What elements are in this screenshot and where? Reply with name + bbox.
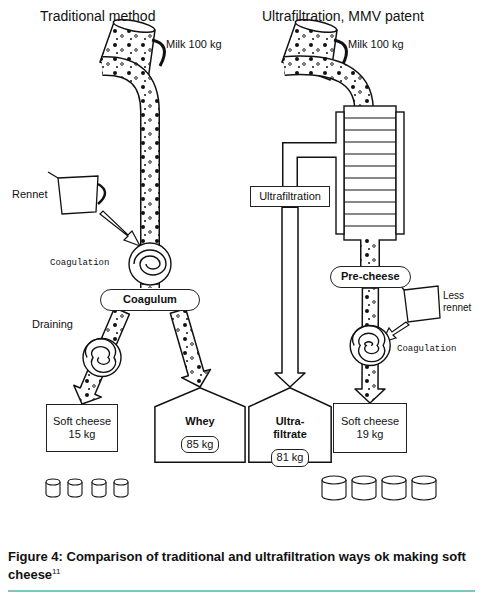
tank-shape: Ultra-filtrate 81 kg	[248, 387, 332, 463]
coil-rim	[350, 326, 390, 366]
node-text: Ultra-filtrate	[261, 415, 319, 441]
process-box: Coagulum	[100, 289, 200, 311]
ingredient-label: Rennet	[12, 188, 47, 201]
process-box: Pre-cheese	[330, 266, 411, 288]
product-box: Soft cheese19 kg	[333, 403, 407, 453]
coagulation-coil	[129, 243, 171, 285]
coil-spiral	[353, 326, 385, 362]
coil-rim	[83, 339, 121, 377]
step-label: Coagulation	[50, 258, 109, 269]
tank-shape: Whey 85 kg	[154, 387, 246, 463]
node-text: 19 kg	[357, 428, 384, 441]
caption-box: Figure 4: Comparison of traditional and …	[8, 548, 473, 583]
retentate-stream	[360, 240, 380, 266]
node-text: 15 kg	[69, 428, 96, 441]
node-text: Soft cheese	[341, 415, 399, 428]
coil-symbol	[350, 326, 390, 366]
node-text: 85 kg	[181, 436, 220, 453]
process-box: Ultrafiltration	[250, 186, 330, 207]
flow-arrow	[275, 207, 305, 387]
cheese-cylinders	[46, 479, 128, 497]
input-label: Milk 100 kg	[348, 38, 404, 51]
node-text: Coagulum	[123, 293, 177, 306]
step-label: Draining	[32, 318, 73, 331]
node-text: Soft cheese	[53, 415, 111, 428]
coil-spiral	[86, 339, 116, 373]
tank-outline-shape	[155, 388, 245, 462]
input-label: Milk 100 kg	[166, 38, 222, 51]
cheese-cylinders	[322, 476, 436, 500]
column-heading: Traditional method	[40, 8, 155, 25]
caption-rule	[8, 590, 475, 592]
coil-symbol	[83, 339, 121, 377]
rennet-jug	[48, 172, 105, 214]
reference-number: 11	[52, 566, 60, 575]
flow-arrow	[74, 308, 130, 404]
node-text: Whey	[185, 415, 214, 428]
node-text: Ultrafiltration	[259, 190, 321, 203]
column-heading: Ultrafiltration, MMV patent	[262, 8, 424, 25]
rennet-jug	[398, 282, 440, 322]
step-label: Coagulation	[397, 344, 456, 355]
ultrafiltration-unit	[336, 106, 404, 240]
figure-caption: Figure 4: Comparison of traditional and …	[8, 549, 466, 582]
flow-arrow	[170, 309, 210, 387]
milk-stream	[284, 65, 364, 108]
product-box: Soft cheese15 kg	[46, 404, 118, 452]
node-text: Pre-cheese	[341, 270, 400, 283]
node-text: 81 kg	[271, 449, 310, 466]
ingredient-label: Less rennet	[443, 290, 483, 314]
rennet-arrow	[100, 211, 140, 246]
